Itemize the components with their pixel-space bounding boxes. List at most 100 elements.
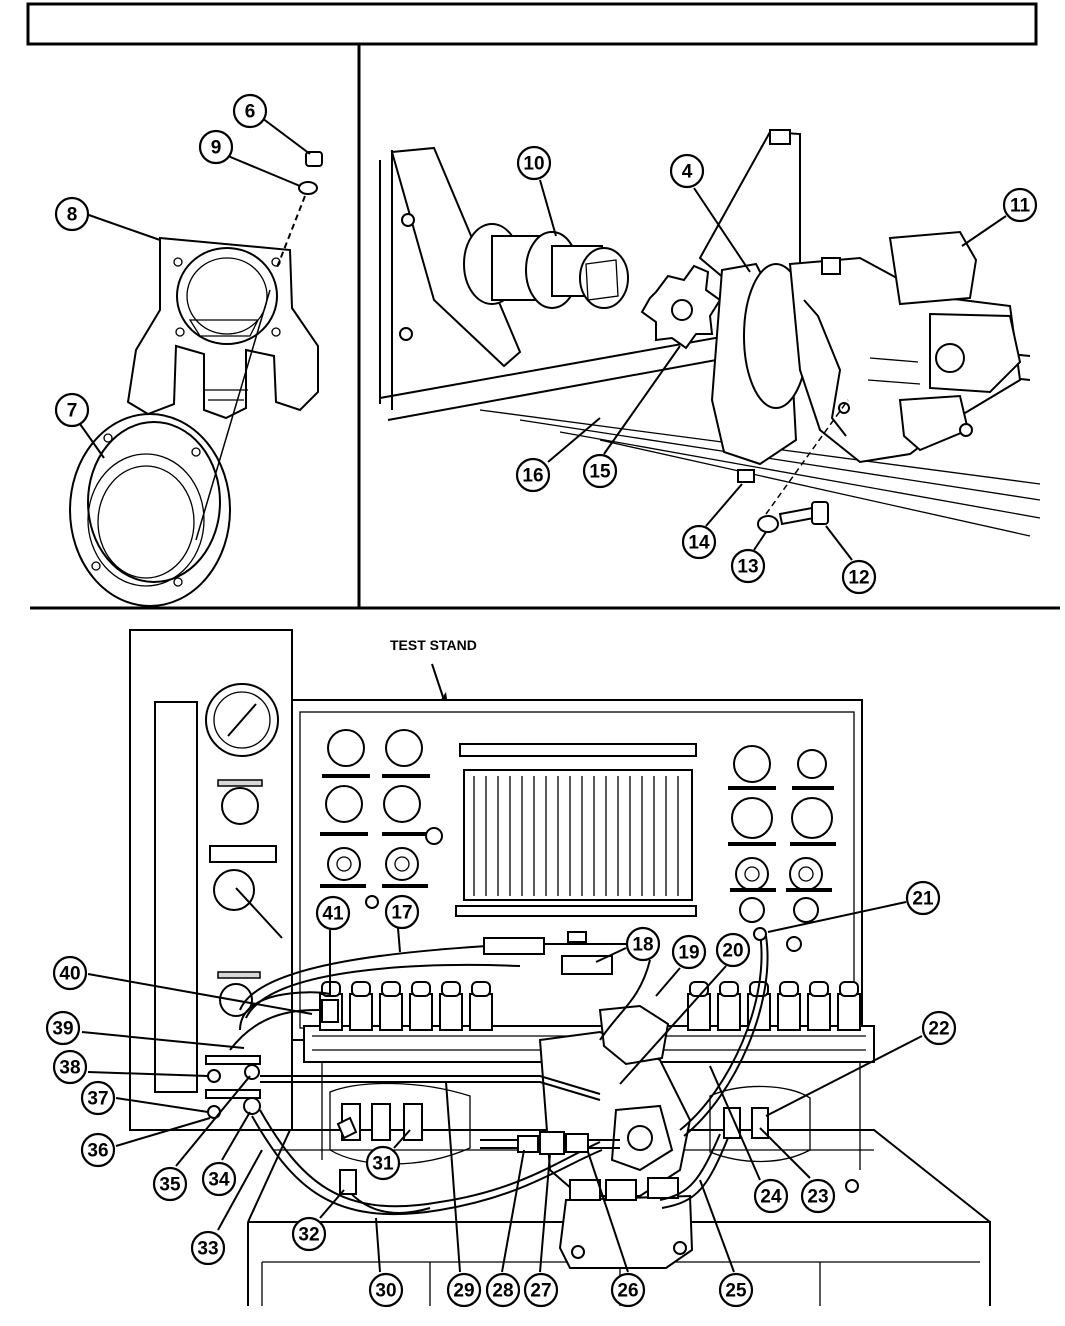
left-support-bracket — [390, 146, 522, 368]
callout-circle — [905, 880, 941, 916]
callout-18: 18 — [625, 926, 661, 962]
callout-number: 19 — [678, 943, 699, 964]
callout-36: 36 — [80, 1132, 116, 1168]
callout-circle — [190, 1230, 226, 1266]
callout-circle — [52, 1049, 88, 1085]
callout-20: 20 — [715, 932, 751, 968]
callout-12: 12 — [841, 559, 877, 595]
main-instrument-panel — [291, 699, 863, 1041]
callout-19: 19 — [671, 934, 707, 970]
panel-test-stand: TEST STAND — [81, 629, 991, 1306]
callout-39: 39 — [45, 1010, 81, 1046]
callout-number: 15 — [589, 462, 611, 483]
callout-number: 28 — [492, 1281, 513, 1302]
adapter-ring — [69, 413, 231, 607]
callout-22: 22 — [921, 1010, 957, 1046]
callout-number: 36 — [87, 1141, 108, 1162]
callout-number: 4 — [682, 162, 693, 183]
callout-11: 11 — [1002, 187, 1038, 223]
callout-14: 14 — [681, 524, 717, 560]
callout-number: 9 — [211, 138, 222, 159]
callout-15: 15 — [582, 453, 618, 489]
callout-16: 16 — [515, 457, 551, 493]
nozzle-holders-right — [687, 981, 861, 1031]
callout-number: 18 — [632, 935, 653, 956]
bench-top — [247, 1129, 991, 1306]
callout-10: 10 — [516, 145, 552, 181]
callout-circle — [715, 932, 751, 968]
callout-circle — [315, 895, 351, 931]
callout-33: 33 — [190, 1230, 226, 1266]
callout-circle — [625, 926, 661, 962]
callout-41: 41 — [315, 895, 351, 931]
callout-number: 22 — [928, 1019, 949, 1040]
callout-number: 39 — [52, 1019, 73, 1040]
callout-13: 13 — [730, 548, 766, 584]
callout-number: 16 — [522, 466, 543, 487]
callout-circle — [671, 934, 707, 970]
callout-number: 30 — [375, 1281, 396, 1302]
callout-number: 7 — [67, 401, 78, 422]
callout-8: 8 — [54, 196, 90, 232]
leader-lines-top-left — [79, 117, 311, 459]
callout-circle — [52, 955, 88, 991]
callout-21: 21 — [905, 880, 941, 916]
callout-number: 25 — [725, 1281, 747, 1302]
callout-number: 10 — [523, 154, 544, 175]
callout-circle — [921, 1010, 957, 1046]
callout-circle — [232, 93, 268, 129]
callout-24: 24 — [753, 1178, 789, 1214]
callout-number: 40 — [59, 964, 80, 985]
callout-number: 8 — [67, 205, 78, 226]
callout-37: 37 — [80, 1080, 116, 1116]
callout-circle — [365, 1145, 401, 1181]
callout-number: 38 — [59, 1058, 80, 1079]
callout-circle — [446, 1272, 482, 1308]
leader-lines-bottom — [81, 901, 923, 1273]
drive-coupling — [463, 223, 629, 309]
callout-number: 26 — [617, 1281, 638, 1302]
callout-circle — [485, 1272, 521, 1308]
test-stand-label: TEST STAND — [390, 637, 477, 653]
callout-circle — [515, 457, 551, 493]
callout-number: 33 — [197, 1239, 218, 1260]
callout-number: 24 — [760, 1187, 782, 1208]
callout-34: 34 — [201, 1161, 237, 1197]
callout-group: 6 9 8 7 10 4 11 16 15 14 13 12 41 17 18 19 20 21 40 39 22 38 3… — [45, 93, 1038, 1308]
callout-number: 14 — [688, 533, 710, 554]
callout-circle — [1002, 187, 1038, 223]
callout-circle — [800, 1178, 836, 1214]
callout-number: 27 — [530, 1281, 551, 1302]
left-tower — [129, 629, 293, 1131]
callout-circle — [582, 453, 618, 489]
callout-circle — [516, 145, 552, 181]
callout-number: 35 — [159, 1175, 181, 1196]
callout-circle — [80, 1080, 116, 1116]
coupling-spider — [640, 264, 722, 350]
callout-7: 7 — [54, 392, 90, 428]
callout-circle — [730, 548, 766, 584]
callout-32: 32 — [291, 1216, 327, 1252]
callout-38: 38 — [52, 1049, 88, 1085]
callout-35: 35 — [152, 1166, 188, 1202]
callout-26: 26 — [610, 1272, 646, 1308]
callout-circle — [368, 1272, 404, 1308]
callout-4: 4 — [669, 153, 705, 189]
callout-circle — [753, 1178, 789, 1214]
callout-number: 20 — [722, 941, 743, 962]
callout-40: 40 — [52, 955, 88, 991]
callout-number: 12 — [848, 568, 869, 589]
callout-number: 29 — [453, 1281, 474, 1302]
callout-number: 37 — [87, 1089, 108, 1110]
callout-circle — [54, 392, 90, 428]
injection-pump — [788, 230, 1022, 464]
callout-number: 17 — [391, 903, 412, 924]
callout-circle — [152, 1166, 188, 1202]
callout-number: 32 — [298, 1225, 319, 1246]
fuel-lines — [205, 927, 769, 1216]
callout-23: 23 — [800, 1178, 836, 1214]
callout-27: 27 — [523, 1272, 559, 1308]
callout-circle — [54, 196, 90, 232]
callout-number: 6 — [245, 102, 256, 123]
callout-circle — [291, 1216, 327, 1252]
